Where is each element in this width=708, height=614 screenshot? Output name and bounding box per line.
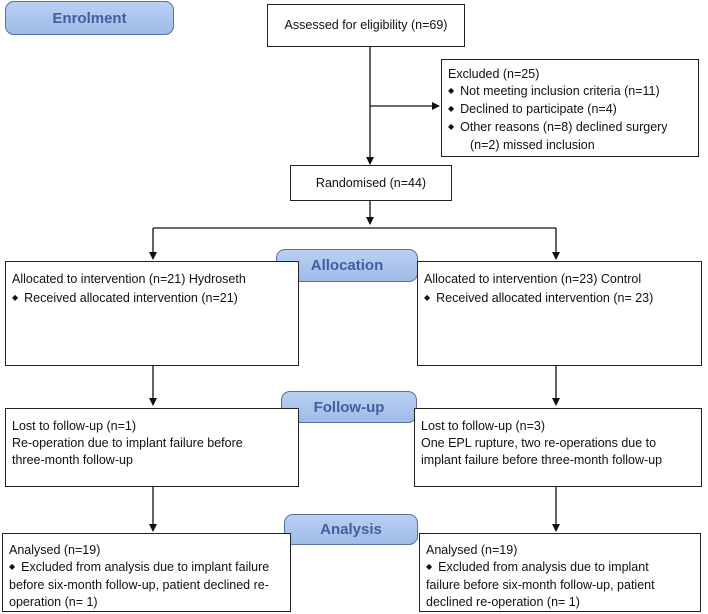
stage-analysis-label: Analysis [284,514,418,545]
allocation-left-title: Allocated to intervention (n=21) Hydrose… [12,272,246,286]
analysis-left-line: operation (n= 1) [9,595,98,609]
allocation-left-box: Allocated to intervention (n=21) Hydrose… [5,261,299,366]
randomised-text: Randomised (n=44) [315,176,427,190]
analysis-left-bullet: Excluded from analysis due to implant fa… [9,559,284,577]
excluded-item: Declined to participate (n=4) [448,101,692,119]
randomised-box: Randomised (n=44) [290,165,452,201]
analysis-right-box: Analysed (n=19) Excluded from analysis d… [419,533,701,612]
analysis-right-line: declined re-operation (n= 1) [426,595,580,609]
allocation-right-box: Allocated to intervention (n=23) Control… [417,261,702,366]
excluded-item: Other reasons (n=8) declined surgery [448,119,692,137]
allocation-right-bullet: Received allocated intervention (n= 23) [424,290,695,308]
followup-right-line: Lost to follow-up (n=3) [421,419,546,433]
allocation-right-title: Allocated to intervention (n=23) Control [424,272,642,286]
followup-right-box: Lost to follow-up (n=3) One EPL rupture,… [414,408,702,487]
analysis-left-title: Analysed (n=19) [9,543,101,557]
analysis-right-line: failure before six-month follow-up, pati… [426,578,655,592]
excluded-subitem: (n=2) missed inclusion [470,138,595,152]
followup-left-box: Lost to follow-up (n=1) Re-operation due… [5,408,299,487]
excluded-box: Excluded (n=25) Not meeting inclusion cr… [441,59,699,157]
followup-left-line: three-month follow-up [12,453,133,467]
allocation-left-bullet: Received allocated intervention (n=21) [12,290,292,308]
excluded-item: Not meeting inclusion criteria (n=11) [448,83,692,101]
followup-left-line: Re-operation due to implant failure befo… [12,436,243,450]
excluded-title: Excluded (n=25) [448,67,540,81]
assessed-box: Assessed for eligibility (n=69) [267,4,465,47]
analysis-right-title: Analysed (n=19) [426,543,518,557]
analysis-left-line: before six-month follow-up, patient decl… [9,578,269,592]
stage-enrolment-label: Enrolment [5,1,174,35]
followup-right-line: implant failure before three-month follo… [421,453,663,467]
analysis-right-bullet: Excluded from analysis due to implant [426,559,694,577]
assessed-text: Assessed for eligibility (n=69) [284,18,448,32]
stage-followup-label: Follow-up [281,391,417,423]
analysis-left-box: Analysed (n=19) Excluded from analysis d… [2,533,291,612]
followup-left-line: Lost to follow-up (n=1) [12,419,137,433]
followup-right-line: One EPL rupture, two re-operations due t… [421,436,657,450]
